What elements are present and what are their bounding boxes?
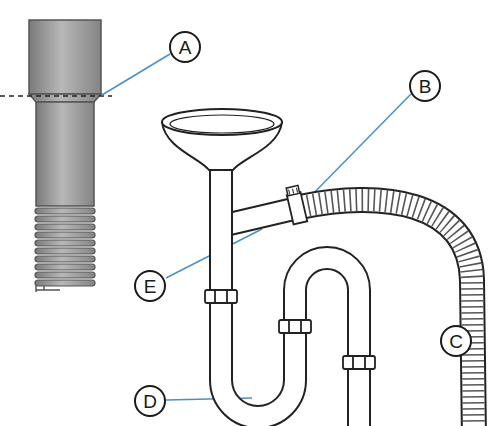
drain-hose: [300, 200, 474, 426]
hose-end-fitting: [0, 20, 112, 292]
callout-letter: E: [144, 277, 157, 296]
callout-letter: B: [419, 77, 432, 96]
callout-circle: D: [134, 385, 166, 417]
callout-circle: E: [134, 270, 166, 302]
callout-circle: C: [440, 325, 472, 357]
callout-circle: B: [409, 70, 441, 102]
callout-letter: A: [179, 38, 192, 57]
sink-basin: [162, 109, 282, 170]
union-nuts: [205, 290, 375, 369]
s-trap-pipe: [221, 168, 359, 426]
callout-circle: A: [169, 31, 201, 63]
callout-letter: D: [143, 392, 157, 411]
hose-clamp: [285, 185, 307, 224]
callout-letter: C: [449, 332, 463, 351]
